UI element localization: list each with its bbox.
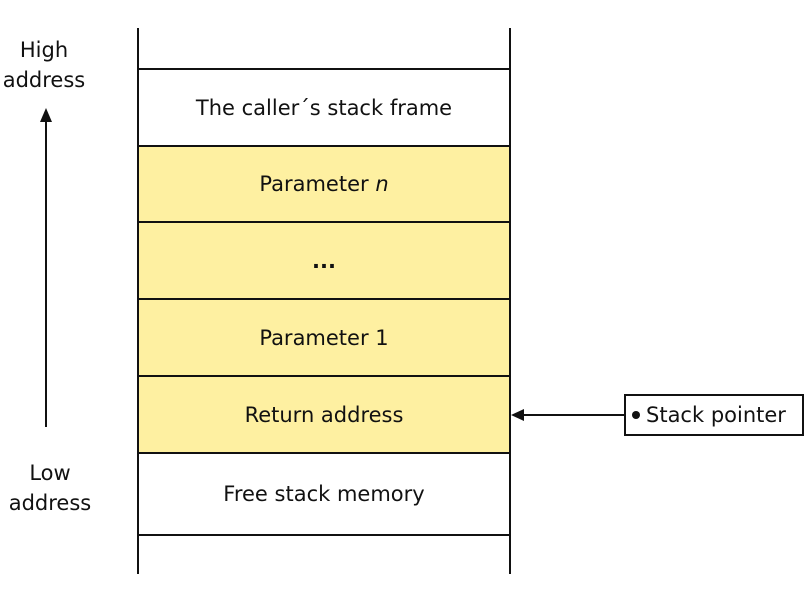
stack-divider <box>138 145 510 147</box>
stack-divider <box>138 68 510 70</box>
stack-cell-label: The caller´s stack frame <box>195 95 453 120</box>
stack-cell-label: Parameter n <box>259 172 388 196</box>
stack-divider <box>138 298 510 300</box>
low-address-line2: address <box>8 491 92 515</box>
high-address-label: High address <box>0 35 88 95</box>
low-address-label: Low address <box>0 458 100 518</box>
stack-left-wall <box>137 28 139 574</box>
arrow-left-icon <box>511 409 524 421</box>
arrow-up-icon <box>40 108 52 122</box>
stack-divider <box>138 221 510 223</box>
parameter-n-variable: n <box>375 172 389 196</box>
stack-cell-ellipsis: ... <box>138 222 510 299</box>
stack-cell-parameter-1: Parameter 1 <box>138 299 510 376</box>
stack-pointer-label: Stack pointer <box>646 403 786 427</box>
high-address-line1: High <box>19 38 69 62</box>
stack-divider <box>138 534 510 536</box>
low-address-line1: Low <box>29 461 71 485</box>
high-address-line2: address <box>2 68 86 92</box>
stack-pointer-box: Stack pointer <box>624 394 804 436</box>
stack-cell-label: Free stack memory <box>223 482 425 506</box>
stack-cell-return-address: Return address <box>138 376 510 453</box>
stack-cell-caller-frame: The caller´s stack frame <box>138 69 510 146</box>
stack-divider <box>138 375 510 377</box>
stack-right-wall <box>509 28 511 574</box>
stack-cell-free-memory: Free stack memory <box>138 453 510 535</box>
stack-cell-label: ... <box>312 248 336 273</box>
address-direction-arrow-line <box>45 120 47 427</box>
parameter-n-text: Parameter <box>259 172 376 196</box>
stack-pointer-arrow-line <box>520 414 630 416</box>
pointer-dot-icon <box>632 411 640 419</box>
stack-cell-parameter-n: Parameter n <box>138 146 510 222</box>
stack-cell-label: Parameter 1 <box>259 325 389 350</box>
stack-cell-label: Return address <box>244 402 404 427</box>
stack-divider <box>138 452 510 454</box>
